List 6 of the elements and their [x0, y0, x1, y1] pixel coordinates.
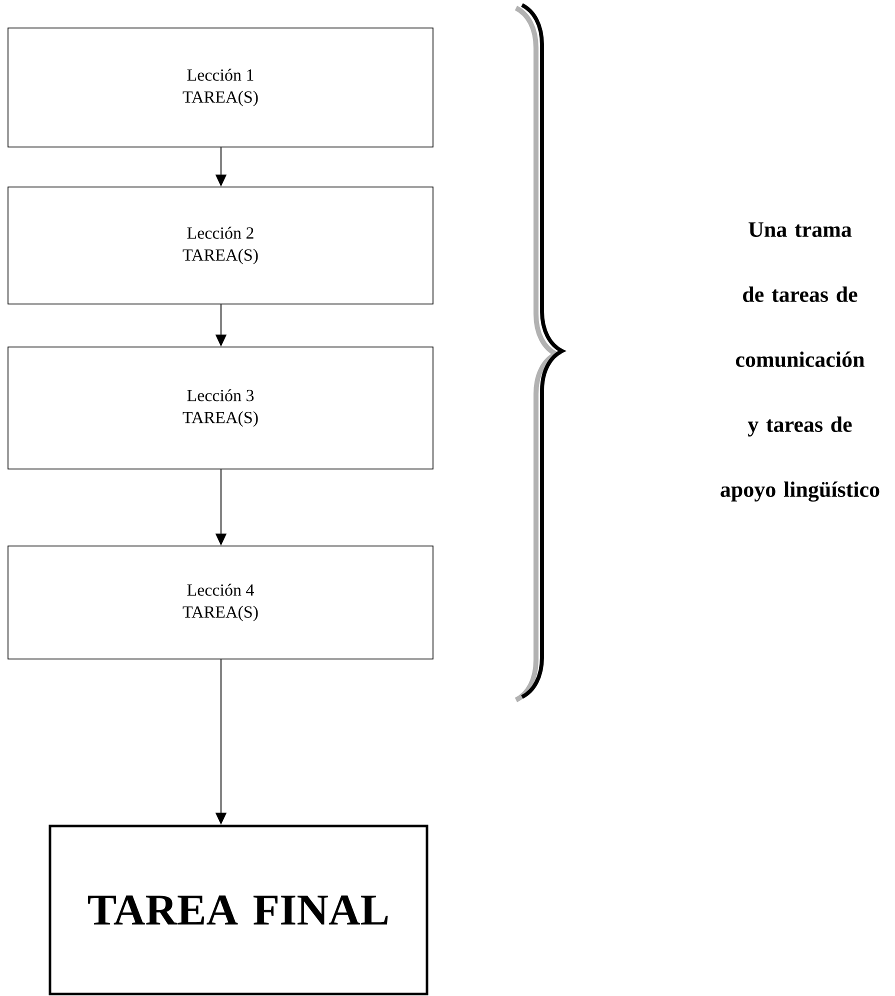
- lesson-box: Lección 2 TAREA(S): [8, 186, 434, 304]
- side-note: Una trama de tareas de comunicación y tareas de apoyo lingüístico: [720, 222, 880, 502]
- final-task-box: TAREA FINAL: [48, 824, 428, 996]
- lesson-box: Lección 1 TAREA(S): [8, 28, 434, 148]
- lesson-box: Lección 4 TAREA(S): [8, 546, 434, 660]
- lesson-box: Lección 3 TAREA(S): [8, 346, 434, 470]
